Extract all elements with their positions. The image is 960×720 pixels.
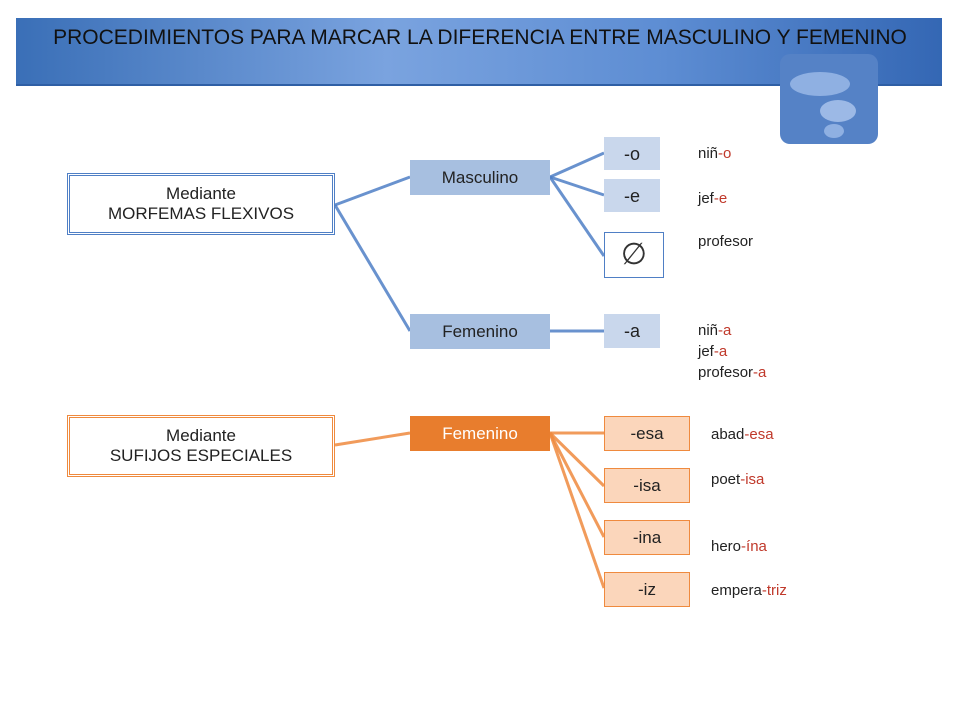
suffix-isa-box: -isa xyxy=(604,468,690,503)
masculino-box: Masculino xyxy=(410,160,550,195)
morfemas-root-box: Mediante MORFEMAS FLEXIVOS xyxy=(67,173,335,235)
femenino-box-sufijos: Femenino xyxy=(410,416,550,451)
sufijos-root-line1: Mediante xyxy=(166,426,236,445)
link-femenino-iz xyxy=(548,432,606,589)
example-a-3: profesor-a xyxy=(698,364,767,381)
example-esa: abad-esa xyxy=(711,426,774,443)
page-title: PROCEDIMIENTOS PARA MARCAR LA DIFERENCIA… xyxy=(53,26,907,49)
link-root-femenino xyxy=(333,204,412,332)
example-a-2: jef-a xyxy=(698,343,728,360)
example-a-1: niñ-a xyxy=(698,322,732,339)
link-masculino-empty xyxy=(548,176,606,257)
link-femenino-isa xyxy=(548,431,606,488)
title-banner xyxy=(16,18,942,86)
suffix-e-box: -e xyxy=(604,179,660,212)
empty-suffix-box: ∅ xyxy=(604,232,664,278)
link-masculino-o xyxy=(549,151,605,179)
sufijos-root-box: Mediante SUFIJOS ESPECIALES xyxy=(67,415,335,477)
link-masculino-e xyxy=(549,175,605,197)
suffix-esa-box: -esa xyxy=(604,416,690,451)
morfemas-root-line2: MORFEMAS FLEXIVOS xyxy=(107,204,295,223)
suffix-a-box: -a xyxy=(604,314,660,348)
morfemas-root-line1: Mediante xyxy=(166,184,236,203)
example-iz: empera-triz xyxy=(711,582,787,599)
example-ina: hero-ína xyxy=(711,538,767,555)
example-empty: profesor xyxy=(698,233,754,250)
example-isa: poet-isa xyxy=(711,471,765,488)
question-mark-icon xyxy=(780,54,878,144)
link-femenino-ina xyxy=(548,432,606,538)
example-e: jef-e xyxy=(698,190,728,207)
femenino-box-morfemas: Femenino xyxy=(410,314,550,349)
link-root-masculino xyxy=(334,175,411,207)
suffix-o-box: -o xyxy=(604,137,660,170)
suffix-ina-box: -ina xyxy=(604,520,690,555)
sufijos-root-line2: SUFIJOS ESPECIALES xyxy=(109,446,293,465)
link-root2-femenino xyxy=(334,431,411,447)
example-o: niñ-o xyxy=(698,145,732,162)
suffix-iz-box: -iz xyxy=(604,572,690,607)
examples-a: niñ-a jef-a profesor-a xyxy=(698,320,766,383)
